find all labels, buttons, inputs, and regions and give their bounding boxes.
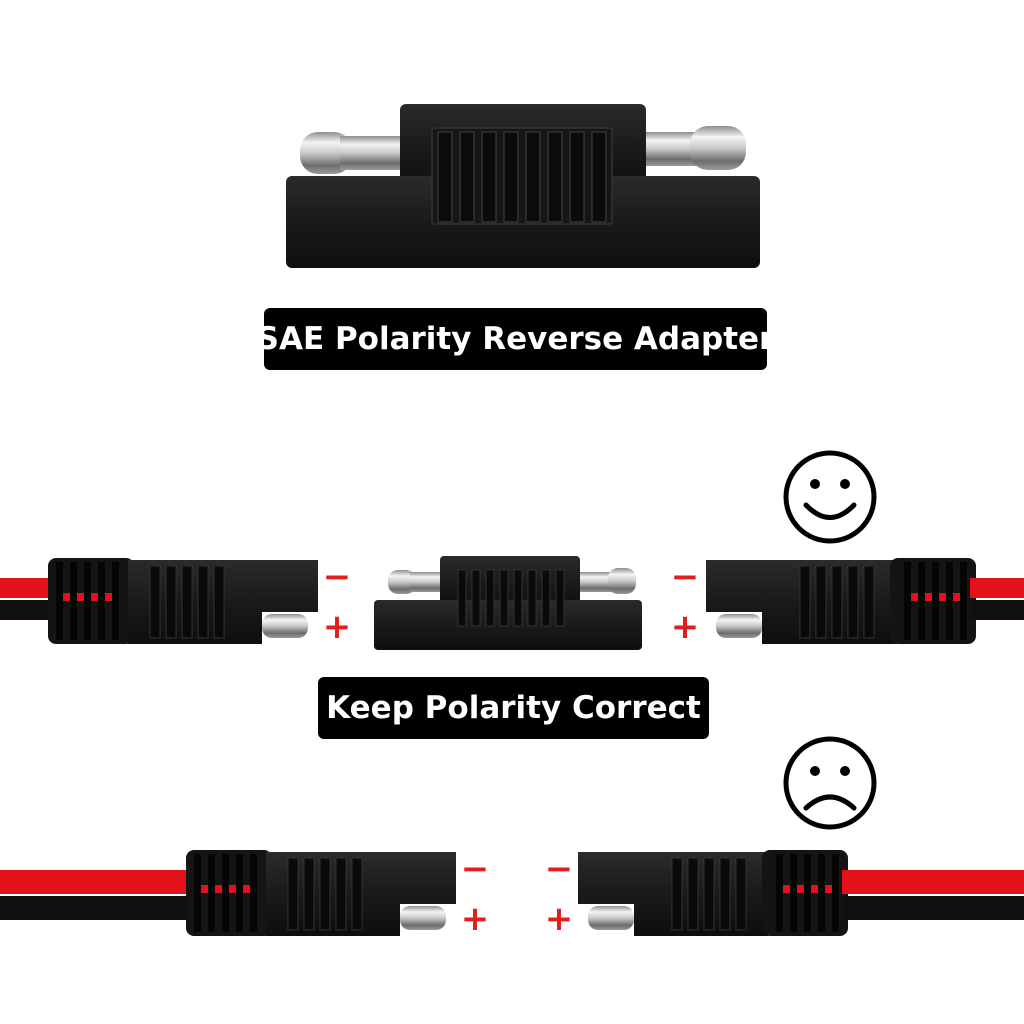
middle-right-wires bbox=[970, 578, 1024, 620]
positive-sign: + bbox=[544, 899, 574, 939]
middle-left-boot bbox=[48, 558, 134, 644]
negative-sign: − bbox=[544, 849, 574, 889]
positive-sign: + bbox=[670, 607, 700, 647]
positive-sign: + bbox=[460, 899, 490, 939]
bottom-right-wires bbox=[842, 870, 1024, 920]
large-adapter bbox=[286, 104, 760, 268]
adapter-left-pin bbox=[300, 132, 410, 174]
negative-sign: − bbox=[670, 557, 700, 597]
middle-right-connector bbox=[706, 560, 896, 644]
adapter-right-pin bbox=[630, 126, 746, 170]
middle-left-connector bbox=[128, 560, 318, 644]
adapter-title-label: SAE Polarity Reverse Adapter bbox=[257, 308, 774, 370]
negative-sign: − bbox=[460, 849, 490, 889]
adapter-grip-ridges bbox=[431, 127, 613, 225]
sad-face-icon bbox=[783, 736, 877, 830]
negative-sign: − bbox=[322, 557, 352, 597]
small-adapter bbox=[374, 556, 642, 650]
keep-polarity-label: Keep Polarity Correct bbox=[318, 677, 709, 739]
bottom-left-boot bbox=[186, 850, 272, 936]
middle-right-boot bbox=[890, 558, 976, 644]
positive-sign: + bbox=[322, 607, 352, 647]
smiley-face-icon bbox=[783, 450, 877, 544]
bottom-left-connector bbox=[266, 852, 456, 936]
bottom-right-connector bbox=[578, 852, 768, 936]
bottom-right-boot bbox=[762, 850, 848, 936]
bottom-left-wires bbox=[0, 870, 196, 920]
